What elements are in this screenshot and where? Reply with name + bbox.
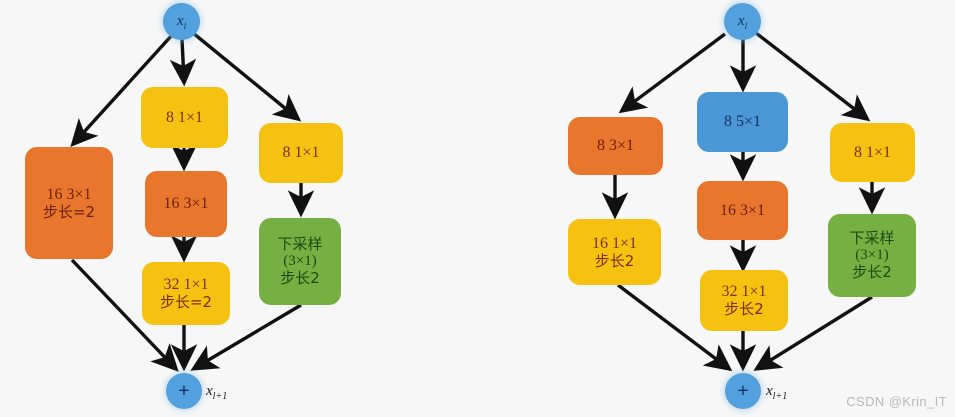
watermark: CSDN @Krin_IT <box>846 394 947 409</box>
block-line: 步长2 <box>594 251 635 270</box>
block-line: 32 1×1 <box>721 283 767 301</box>
block-line: 步长2 <box>724 300 764 319</box>
block-line: 16 3×1 <box>719 201 766 219</box>
block-line: 16 1×1 <box>591 234 638 252</box>
block-line: 16 3×1 <box>163 195 209 213</box>
block-line: 步长2 <box>280 268 320 287</box>
block-line: 步长2 <box>852 262 892 281</box>
right-block-main-1[interactable]: 8 5×1 <box>697 92 788 152</box>
right-input-node: xl <box>724 3 761 40</box>
left-block-main-3[interactable]: 32 1×1 步长=2 <box>142 262 230 325</box>
left-block-aux-downsample[interactable]: 下采样 (3×1) 步长2 <box>259 218 341 305</box>
right-output-label: xl+1 <box>766 383 788 402</box>
plus-icon: + <box>178 379 190 402</box>
right-block-main-3[interactable]: 32 1×1 步长2 <box>700 270 788 331</box>
block-line: 步长=2 <box>42 202 96 221</box>
edge-left-in-to-main <box>169 38 197 87</box>
left-block-main-2[interactable]: 16 3×1 <box>145 171 227 237</box>
block-line: 8 1×1 <box>282 144 320 162</box>
block-line: 16 3×1 <box>46 185 92 203</box>
left-output-label: xl+1 <box>206 383 228 402</box>
block-line: 步长=2 <box>159 293 213 312</box>
right-block-shortcut-1[interactable]: 8 3×1 <box>568 117 663 175</box>
left-block-aux-1[interactable]: 8 1×1 <box>259 123 343 183</box>
block-line: 下采样 <box>849 229 895 248</box>
left-input-label: xl <box>176 12 187 31</box>
plus-icon: + <box>737 379 749 402</box>
block-line: 8 5×1 <box>723 113 762 131</box>
block-line: 8 1×1 <box>853 143 892 161</box>
right-block-aux-1[interactable]: 8 1×1 <box>830 123 915 182</box>
right-output-sum-node: + <box>725 373 761 409</box>
left-output-sum-node: + <box>166 373 202 409</box>
block-line: 8 3×1 <box>596 137 635 155</box>
block-line: 下采样 <box>277 235 323 254</box>
block-line: (3×1) <box>855 247 889 264</box>
left-block-main-1[interactable]: 8 1×1 <box>141 87 228 148</box>
left-input-node: xl <box>163 3 200 40</box>
right-block-aux-downsample[interactable]: 下采样 (3×1) 步长2 <box>828 214 916 297</box>
right-input-label: xl <box>737 12 748 31</box>
block-line: 8 1×1 <box>165 108 204 126</box>
right-block-main-2[interactable]: 16 3×1 <box>697 181 788 240</box>
block-line: 32 1×1 <box>163 276 209 294</box>
block-line: (3×1) <box>283 253 317 270</box>
left-block-shortcut-conv[interactable]: 16 3×1 步长=2 <box>25 147 113 259</box>
right-block-shortcut-2[interactable]: 16 1×1 步长2 <box>568 219 661 285</box>
